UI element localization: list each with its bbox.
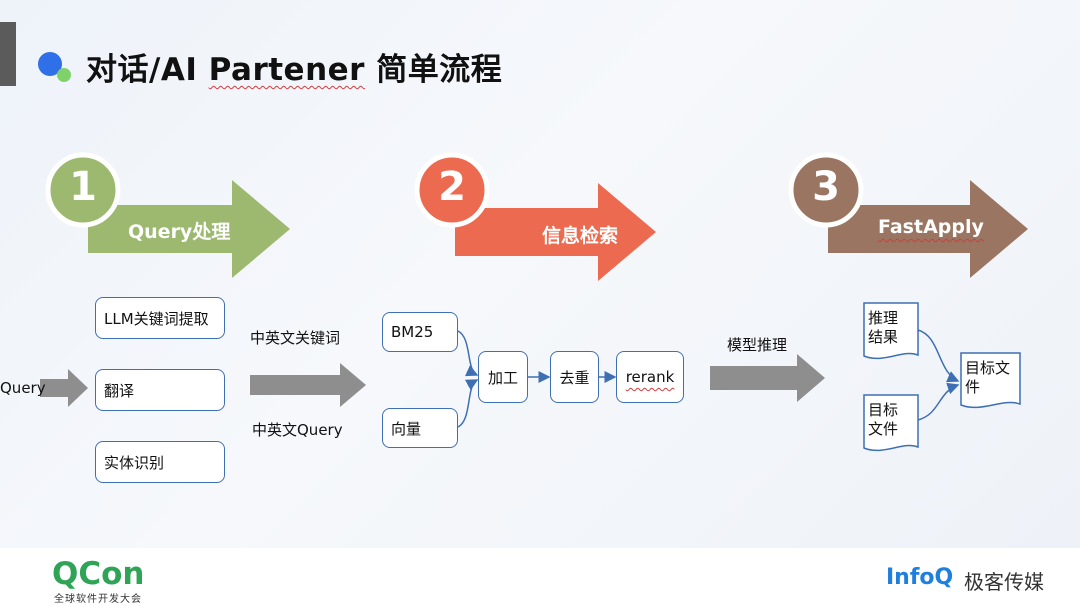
title-bullet-accent-icon bbox=[57, 68, 71, 82]
bilingual-query-label: 中英文Query bbox=[252, 421, 343, 439]
step1-label: Query处理 bbox=[128, 221, 231, 243]
target-file-output-doc-icon bbox=[960, 352, 1021, 409]
rerank-box: rerank bbox=[616, 351, 684, 403]
step3-banner-arrow bbox=[828, 180, 1028, 278]
vector-box: 向量 bbox=[382, 408, 458, 448]
query-input-label: Query bbox=[0, 379, 46, 397]
processing-box: 加工 bbox=[478, 351, 528, 403]
step2-number: 2 bbox=[438, 164, 466, 210]
bm25-connector bbox=[457, 330, 479, 377]
bilingual-keywords-label: 中英文关键词 bbox=[250, 329, 341, 347]
title-side-bar bbox=[0, 22, 16, 86]
model-inference-arrow bbox=[710, 354, 825, 402]
flow-diagram bbox=[40, 152, 1028, 452]
stage1-output-arrow bbox=[250, 363, 366, 407]
model-inference-label: 模型推理 bbox=[727, 336, 788, 354]
step3-badge bbox=[788, 152, 864, 228]
vector-connector bbox=[457, 379, 479, 428]
result-to-output-connector bbox=[917, 329, 960, 383]
entity-recognition-box: 实体识别 bbox=[95, 441, 225, 483]
geek-media-logo: 极客传媒 bbox=[964, 570, 1044, 594]
target-file-input-label: 目标文件 bbox=[868, 401, 899, 438]
footer-bar bbox=[0, 548, 1080, 606]
dedup-box: 去重 bbox=[550, 351, 599, 403]
step2-banner-arrow bbox=[455, 183, 656, 281]
inference-result-doc-icon bbox=[863, 302, 919, 360]
translation-box: 翻译 bbox=[95, 369, 225, 411]
step1-badge bbox=[45, 152, 121, 228]
qcon-logo: QCon bbox=[52, 556, 145, 592]
page-title: 对话/AI Partener 简单流程 bbox=[86, 52, 503, 88]
step1-number: 1 bbox=[69, 164, 97, 210]
target-file-input-doc-icon bbox=[863, 394, 919, 452]
query-input-arrow bbox=[40, 369, 88, 407]
step3-label: FastApply bbox=[878, 216, 984, 238]
llm-keyword-extraction-box: LLM关键词提取 bbox=[95, 297, 225, 339]
step1-banner-arrow bbox=[88, 180, 290, 278]
file-to-output-connector bbox=[917, 382, 960, 421]
step2-label: 信息检索 bbox=[542, 225, 619, 247]
qcon-subtitle: 全球软件开发大会 bbox=[54, 594, 142, 605]
step2-badge bbox=[414, 152, 490, 228]
bm25-box: BM25 bbox=[382, 312, 458, 352]
target-file-output-label: 目标文件 bbox=[965, 359, 1011, 396]
inference-result-label: 推理结果 bbox=[868, 309, 899, 346]
infoq-logo: InfoQ bbox=[886, 565, 954, 590]
step3-number: 3 bbox=[812, 164, 840, 210]
